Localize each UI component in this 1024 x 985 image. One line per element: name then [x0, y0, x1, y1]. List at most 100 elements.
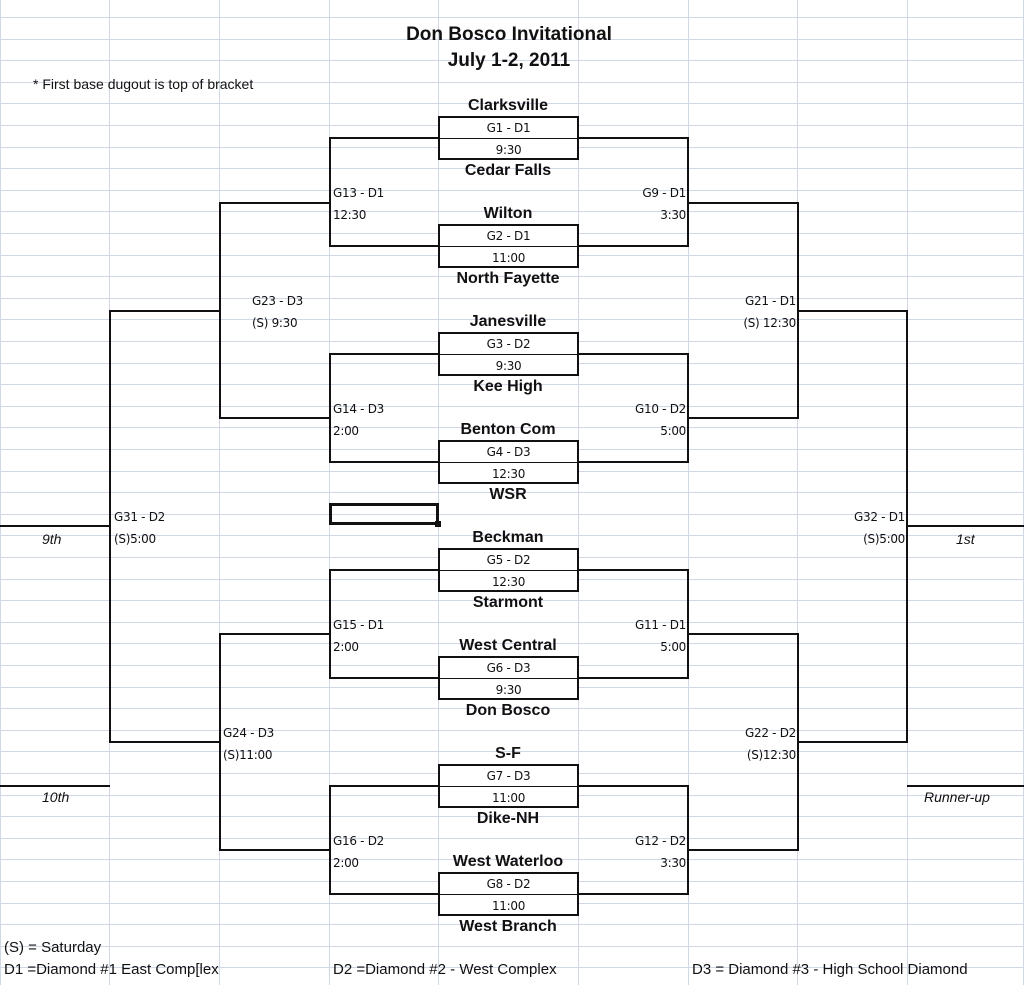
- team-name: S-F: [495, 745, 521, 762]
- bracket-line: [907, 785, 1024, 787]
- bracket-line: [797, 310, 908, 312]
- game-time: 9:30: [495, 683, 522, 697]
- team-name: Clarksville: [467, 97, 549, 114]
- game-time: (S)5:00: [114, 532, 156, 546]
- grid-row-line: [0, 39, 1024, 40]
- team-name: Beckman: [472, 529, 544, 546]
- game-code: G11 - D1: [634, 618, 686, 632]
- bracket-line: [109, 310, 111, 743]
- fill-handle[interactable]: [435, 521, 441, 527]
- bracket-line: [219, 849, 330, 851]
- bracket-line: [329, 785, 439, 787]
- bracket-line: [329, 785, 331, 895]
- bracket-line: [219, 633, 330, 635]
- game-time: 2:00: [333, 856, 359, 870]
- bracket-line: [578, 893, 689, 895]
- game-code: G21 - D1: [744, 294, 796, 308]
- game-time: (S) 12:30: [743, 316, 796, 330]
- game-time: (S)5:00: [863, 532, 905, 546]
- grid-row-line: [0, 60, 1024, 61]
- grid-row-line: [0, 17, 1024, 18]
- grid-row-line: [0, 600, 1024, 601]
- game-code: G6 - D3: [486, 661, 531, 675]
- team-name: Dike-NH: [476, 810, 540, 827]
- page-title: Don Bosco Invitational: [406, 24, 612, 45]
- game-code: G3 - D2: [486, 337, 531, 351]
- bracket-line: [109, 310, 220, 312]
- grid-row-line: [0, 708, 1024, 709]
- bracket-line: [688, 849, 799, 851]
- grid-row-line: [0, 427, 1024, 428]
- bracket-line: [329, 137, 331, 247]
- game-box-g8: [438, 872, 579, 916]
- team-name: Benton Com: [460, 421, 556, 438]
- bracket-line: [219, 417, 330, 419]
- game-code: G23 - D3: [252, 294, 304, 308]
- bracket-line: [219, 633, 221, 851]
- bracket-line: [578, 137, 689, 139]
- bracket-line: [907, 525, 1024, 527]
- game-box-g5: [438, 548, 579, 592]
- page-date: July 1-2, 2011: [447, 50, 571, 71]
- grid-row-line: [0, 859, 1024, 860]
- grid-row-line: [0, 514, 1024, 515]
- grid-row-line: [0, 946, 1024, 947]
- bracket-line: [687, 569, 689, 679]
- game-time: (S)12:30: [746, 748, 796, 762]
- game-time: (S)11:00: [223, 748, 273, 762]
- bracket-line: [329, 245, 439, 247]
- bracket-line: [578, 677, 689, 679]
- game-time: 2:00: [333, 640, 359, 654]
- bracket-line: [329, 137, 439, 139]
- team-name: WSR: [489, 486, 527, 503]
- bracket-line: [578, 353, 689, 355]
- game-code: G16 - D2: [333, 834, 385, 848]
- team-name: Wilton: [483, 205, 533, 222]
- game-time: 9:30: [495, 143, 522, 157]
- grid-row-line: [0, 816, 1024, 817]
- grid-row-line: [0, 190, 1024, 191]
- place-runner-up: Runner-up: [924, 789, 990, 805]
- game-box-g6: [438, 656, 579, 700]
- grid-row-line: [0, 751, 1024, 752]
- team-name: North Fayette: [456, 270, 560, 287]
- place-tenth: 10th: [42, 789, 70, 805]
- game-code: G5 - D2: [486, 553, 531, 567]
- team-name: West Branch: [459, 918, 557, 935]
- grid-row-line: [0, 492, 1024, 493]
- game-code: G15 - D1: [333, 618, 385, 632]
- game-code: G31 - D2: [114, 510, 166, 524]
- game-time: 3:30: [660, 856, 686, 870]
- game-code: G9 - D1: [642, 186, 686, 200]
- place-ninth: 9th: [42, 531, 62, 547]
- game-code: G24 - D3: [223, 726, 275, 740]
- legend-saturday: (S) = Saturday: [4, 939, 102, 956]
- grid-row-line: [0, 622, 1024, 623]
- bracket-line: [578, 785, 689, 787]
- selected-cell[interactable]: [329, 503, 441, 527]
- game-box-g4: [438, 440, 579, 484]
- legend-d2: D2 =Diamond #2 - West Complex: [333, 961, 557, 978]
- bracket-line: [329, 569, 439, 571]
- grid-row-line: [0, 103, 1024, 104]
- bracket-line: [329, 893, 439, 895]
- grid-row-line: [0, 319, 1024, 320]
- team-name: Don Bosco: [465, 702, 551, 719]
- game-box-g3: [438, 332, 579, 376]
- grid-row-line: [0, 298, 1024, 299]
- grid-row-line: [0, 384, 1024, 385]
- game-box-g2: [438, 224, 579, 268]
- game-time: 2:00: [333, 424, 359, 438]
- game-code: G10 - D2: [634, 402, 686, 416]
- game-time: 12:30: [491, 575, 526, 589]
- bracket-line: [578, 461, 689, 463]
- game-box-g7: [438, 764, 579, 808]
- place-first: 1st: [956, 531, 975, 547]
- bracket-line: [687, 353, 689, 463]
- bracket-line: [0, 525, 110, 527]
- grid-row-line: [0, 211, 1024, 212]
- game-code: G32 - D1: [853, 510, 905, 524]
- grid-row-line: [0, 967, 1024, 968]
- team-name: West Central: [459, 637, 557, 654]
- bracket-line: [687, 137, 689, 247]
